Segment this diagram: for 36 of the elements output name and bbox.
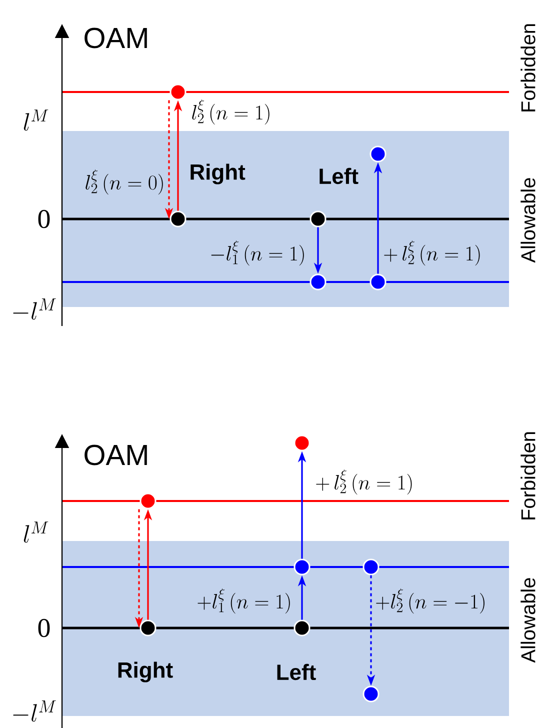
state-dot	[362, 558, 380, 576]
state-dot	[310, 274, 326, 290]
direction-label: Left	[277, 664, 316, 680]
state-dot	[140, 620, 156, 636]
zone-label: Allowable	[520, 178, 536, 263]
zone-label: Forbidden	[520, 24, 536, 112]
axis-tick-label: 0	[38, 210, 50, 228]
edge-label: $l_2^{\xi}\,(n=1)$	[192, 99, 270, 125]
axis-tick-label: $l^{M}$	[24, 522, 48, 543]
edge-label: $-l_1^{\xi}\,(n=1)$	[211, 240, 304, 266]
zone-label: Allowable	[520, 578, 536, 663]
axis-title: OAM	[84, 444, 147, 466]
state-dot	[362, 686, 380, 702]
state-dot	[294, 434, 310, 452]
state-dot	[294, 558, 310, 576]
state-dot	[170, 210, 186, 228]
state-dot	[140, 492, 156, 510]
axis-tick-label: $-l^{M}$	[13, 298, 56, 320]
axis-tick-label: $l^{M}$	[24, 110, 48, 131]
edge-label: $+l_2^{\xi}\,(n=-1)$	[376, 588, 484, 614]
axis-title: OAM	[84, 28, 147, 48]
axis-tick-label: 0	[38, 618, 50, 638]
state-dot	[370, 146, 386, 162]
edge-label: $+l_1^{\xi}\,(n=1)$	[198, 588, 290, 614]
state-dot	[370, 274, 386, 290]
direction-label: Right	[118, 662, 173, 682]
zone-label: Forbidden	[520, 432, 536, 520]
edge-label: $l_2^{\xi}\,(n=0)$	[86, 169, 163, 195]
state-dot	[294, 620, 310, 636]
state-dot	[310, 210, 326, 228]
direction-label: Left	[320, 168, 358, 184]
state-dot	[170, 84, 186, 100]
axis-tick-label: $-l^{M}$	[13, 700, 56, 722]
edge-label: $+\,l_2^{\xi}\,(n=1)$	[384, 240, 480, 266]
edge-label: $+\,l_2^{\xi}\,(n=1)$	[316, 469, 412, 495]
direction-label: Right	[190, 164, 246, 184]
